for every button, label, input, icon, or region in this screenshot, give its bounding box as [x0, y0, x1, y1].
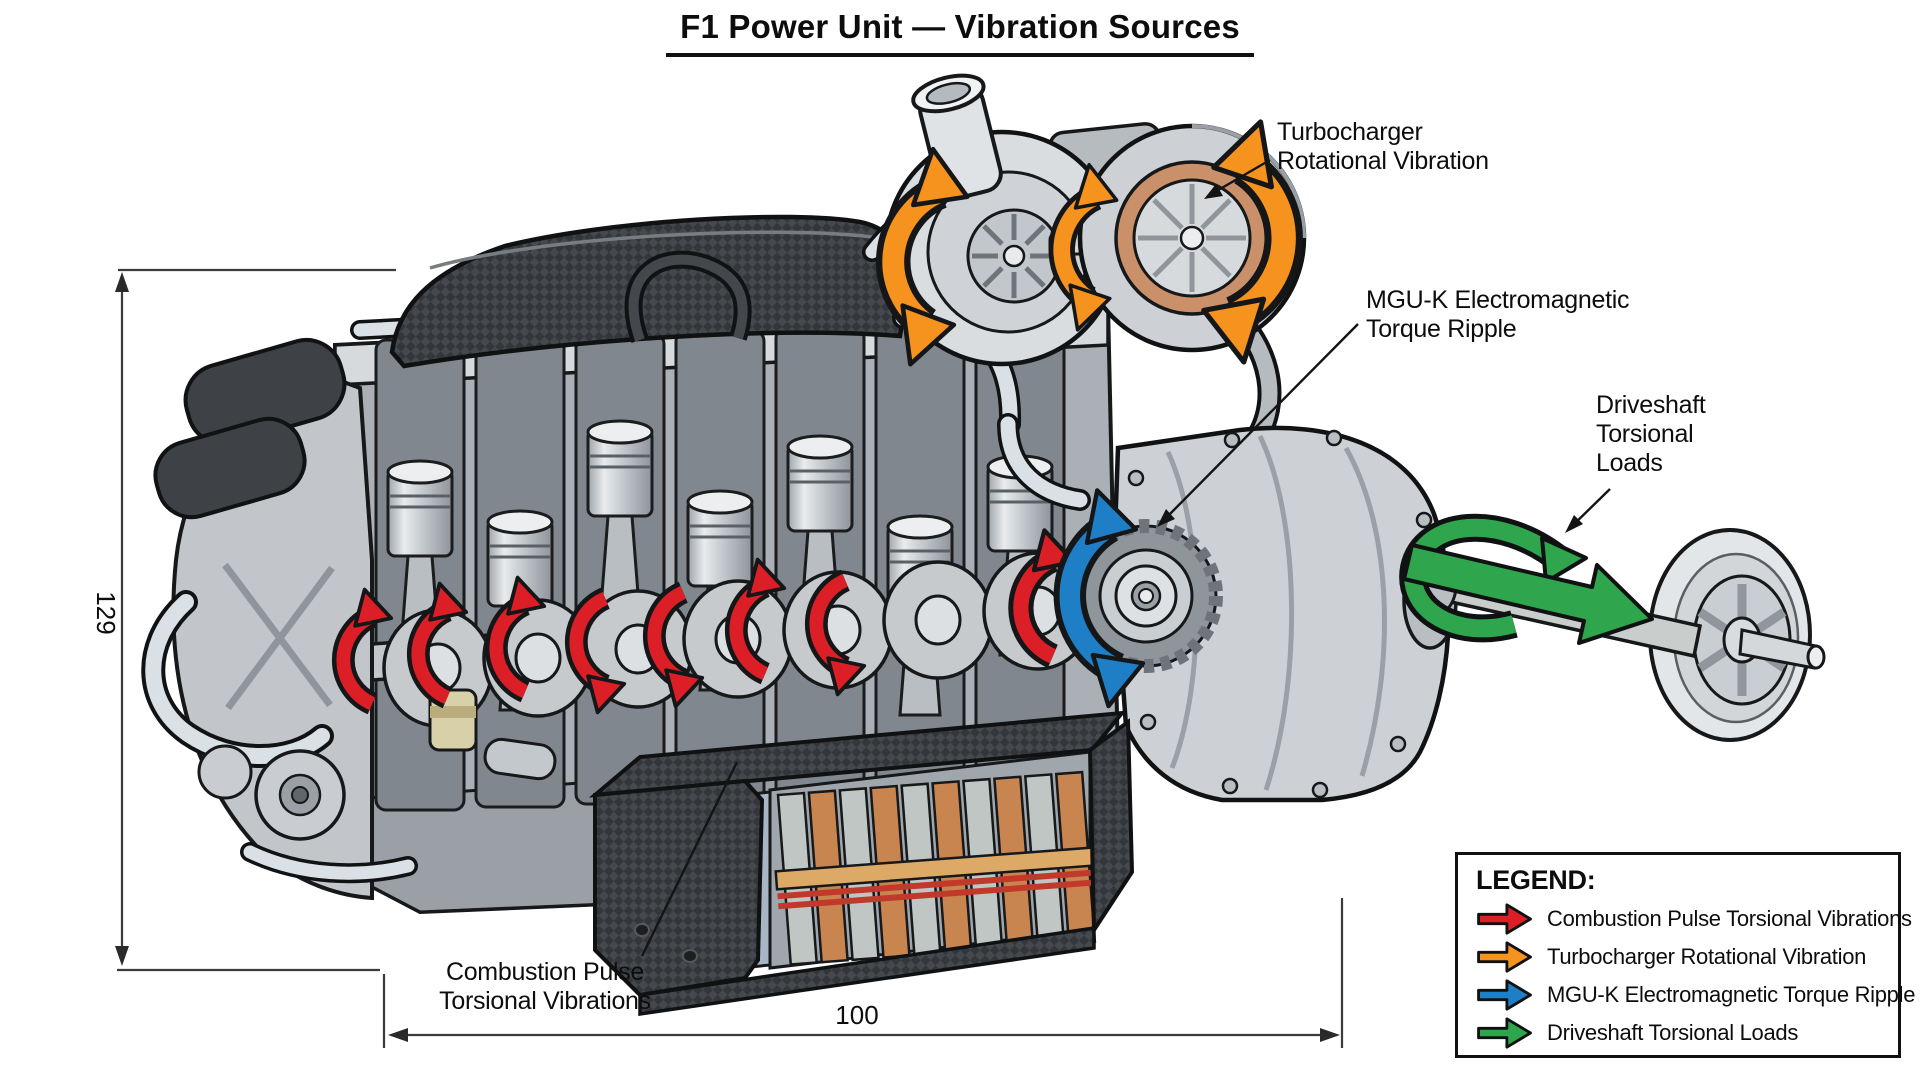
- callout-driveshaft: Driveshaft Torsional Loads: [1596, 391, 1706, 477]
- airbox-carbon-cover: [389, 214, 909, 369]
- dimension-width-label: 100: [835, 1000, 879, 1030]
- callout-mguk: MGU-K Electromagnetic Torque Ripple: [1366, 286, 1630, 343]
- legend-item-turbo: Turbocharger Rotational Vibration: [1476, 938, 1882, 976]
- page-title-text: F1 Power Unit — Vibration Sources: [666, 8, 1254, 57]
- battery-cells: [774, 770, 1098, 966]
- legend-item-driveshaft: Driveshaft Torsional Loads: [1476, 1014, 1882, 1052]
- legend-label: Combustion Pulse Torsional Vibrations: [1547, 906, 1912, 931]
- mguk-rotor: [1069, 519, 1223, 673]
- leader-lines: [640, 158, 1611, 957]
- legend-label: Turbocharger Rotational Vibration: [1547, 944, 1867, 969]
- legend-label: MGU-K Electromagnetic Torque Ripple: [1547, 982, 1916, 1007]
- legend-title: LEGEND:: [1476, 865, 1596, 895]
- page-title: F1 Power Unit — Vibration Sources: [0, 8, 1920, 57]
- legend-label: Driveshaft Torsional Loads: [1547, 1020, 1799, 1045]
- legend-item-combustion: Combustion Pulse Torsional Vibrations: [1476, 900, 1912, 938]
- turbocharger: [883, 73, 1307, 367]
- legend-arrow-orange-icon: [1477, 941, 1532, 973]
- battery-pack: [588, 710, 1135, 1017]
- dimension-lines: [115, 268, 1344, 1048]
- callout-turbocharger: Turbocharger Rotational Vibration: [1277, 118, 1489, 175]
- callout-combustion: Combustion Pulse Torsional Vibrations: [439, 958, 651, 1015]
- driveshaft-load-arrows: [1399, 513, 1654, 645]
- dimension-height-label: 129: [91, 591, 121, 635]
- engine-front-casting: [141, 338, 557, 901]
- legend: LEGEND: Combustion Pulse Torsional Vibra…: [1455, 852, 1915, 1058]
- legend-arrow-red-icon: [1477, 903, 1532, 935]
- legend-item-mguk: MGU-K Electromagnetic Torque Ripple: [1476, 976, 1915, 1014]
- legend-arrow-blue-icon: [1477, 979, 1532, 1011]
- legend-arrow-green-icon: [1477, 1017, 1532, 1049]
